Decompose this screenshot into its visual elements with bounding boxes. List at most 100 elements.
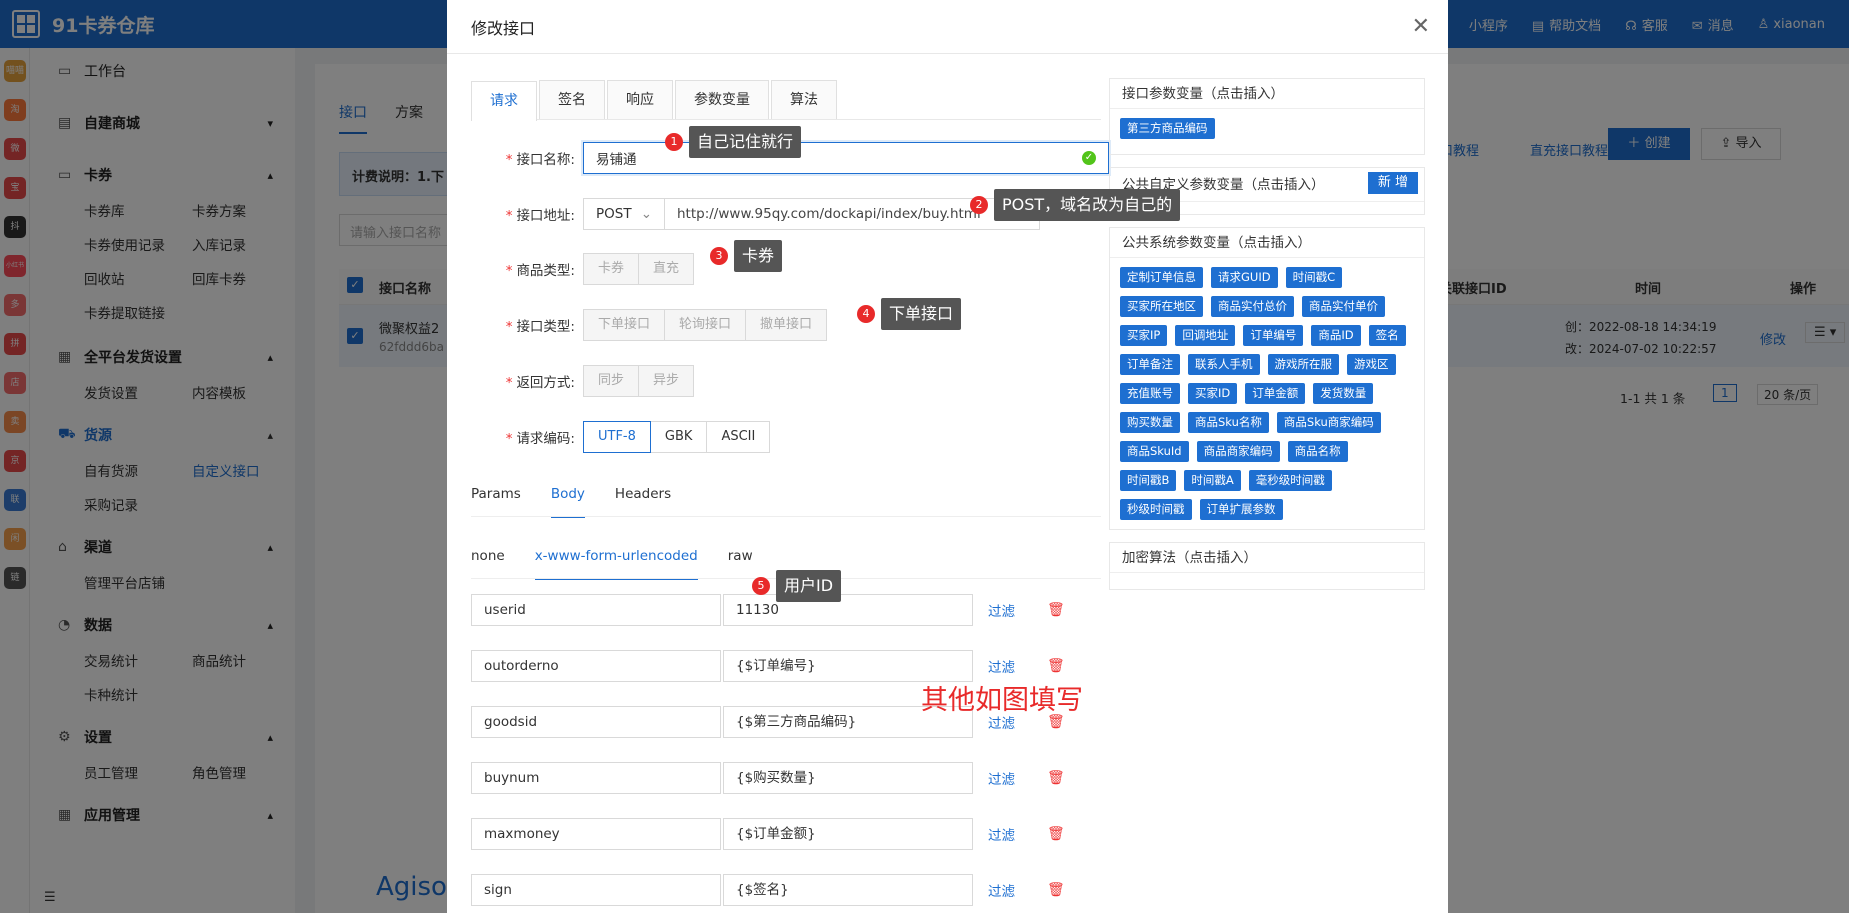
body-mode-urlencoded[interactable]: x-www-form-urlencoded: [534, 548, 698, 580]
var-chip[interactable]: 订单编号: [1243, 325, 1304, 346]
var-chip[interactable]: 联系人手机: [1188, 354, 1260, 375]
trash-icon[interactable]: 🗑: [1047, 770, 1065, 786]
var-chip[interactable]: 购买数量: [1120, 412, 1180, 433]
param-key[interactable]: goodsid: [471, 706, 721, 738]
var-chip[interactable]: 签名: [1368, 325, 1406, 346]
var-chip[interactable]: 回调地址: [1175, 325, 1236, 346]
body-mode-raw[interactable]: raw: [727, 548, 753, 564]
var-chip[interactable]: 商品SkuId: [1120, 441, 1189, 462]
tab-algorithm[interactable]: 算法: [771, 80, 837, 119]
param-value[interactable]: {$购买数量}: [723, 762, 973, 794]
option-ascii[interactable]: ASCII: [706, 421, 771, 453]
annotation-text: 自己记住就行: [689, 126, 802, 158]
var-chip[interactable]: 时间戳C: [1285, 267, 1343, 288]
dialog-title: 修改接口: [471, 18, 536, 38]
var-chip[interactable]: 时间戳B: [1120, 470, 1177, 491]
tab-body[interactable]: Body: [550, 486, 585, 518]
param-key[interactable]: outorderno: [471, 650, 721, 682]
option-gbk[interactable]: GBK: [649, 421, 708, 453]
var-chip[interactable]: 买家ID: [1188, 383, 1238, 404]
trash-icon[interactable]: 🗑: [1047, 658, 1065, 674]
var-chip[interactable]: 商品实付总价: [1211, 296, 1294, 317]
var-chip[interactable]: 游戏所在服: [1267, 354, 1339, 375]
param-key[interactable]: userid: [471, 594, 721, 626]
param-value[interactable]: {$签名}: [723, 874, 973, 906]
annotation-number: 5: [752, 577, 770, 595]
add-var-button[interactable]: 新 增: [1367, 172, 1418, 194]
tab-request[interactable]: 请求: [471, 81, 537, 121]
var-chip[interactable]: 商品Sku名称: [1188, 412, 1269, 433]
param-key[interactable]: buynum: [471, 762, 721, 794]
option-utf8[interactable]: UTF-8: [583, 421, 651, 453]
option-card[interactable]: 卡券: [583, 253, 640, 285]
var-chip[interactable]: 订单扩展参数: [1199, 499, 1283, 520]
tab-params[interactable]: Params: [471, 486, 521, 502]
trash-icon[interactable]: 🗑: [1047, 714, 1065, 730]
var-chip[interactable]: 定制订单信息: [1120, 267, 1203, 288]
annotation-number: 4: [857, 305, 875, 323]
close-icon[interactable]: ✕: [1411, 14, 1430, 39]
var-chip[interactable]: 买家所在地区: [1120, 296, 1203, 317]
option-order[interactable]: 下单接口: [583, 309, 666, 341]
var-chip[interactable]: 商品名称: [1287, 441, 1348, 462]
var-chip[interactable]: 发货数量: [1313, 383, 1374, 404]
body-mode-none[interactable]: none: [471, 548, 505, 564]
tab-headers[interactable]: Headers: [614, 486, 672, 502]
option-cancel[interactable]: 撤单接口: [745, 309, 828, 341]
var-chip[interactable]: 商品实付单价: [1302, 296, 1385, 317]
annotation-text: 卡券: [734, 240, 783, 272]
edit-interface-dialog: 修改接口 ✕ 请求 签名 响应 参数变量 算法 *接口名称: 易铺通 ✓ *接口…: [447, 0, 1448, 913]
var-chip[interactable]: 时间戳A: [1184, 470, 1241, 491]
tab-signature[interactable]: 签名: [539, 80, 605, 119]
var-chip[interactable]: 订单备注: [1120, 354, 1180, 375]
crypto-card: 加密算法（点击插入）: [1109, 542, 1425, 590]
filter-link[interactable]: 过滤: [988, 604, 1015, 620]
trash-icon[interactable]: 🗑: [1047, 882, 1065, 898]
param-row: maxmoney {$订单金额} 过滤 🗑: [471, 818, 1065, 850]
filter-link[interactable]: 过滤: [988, 772, 1015, 788]
annotation-number: 2: [970, 196, 988, 214]
param-row: userid 11130 过滤 🗑: [471, 594, 1065, 626]
var-chip[interactable]: 请求GUID: [1211, 267, 1278, 288]
field-label-interface-type: *接口类型:: [505, 319, 575, 335]
var-chip[interactable]: 毫秒级时间戳: [1248, 470, 1332, 491]
param-key[interactable]: maxmoney: [471, 818, 721, 850]
field-label-product-type: *商品类型:: [505, 263, 575, 279]
filter-link[interactable]: 过滤: [988, 884, 1015, 900]
var-chip[interactable]: 充值账号: [1120, 383, 1180, 404]
var-chip[interactable]: 第三方商品编码: [1120, 118, 1215, 139]
filter-link[interactable]: 过滤: [988, 660, 1015, 676]
tab-param-vars[interactable]: 参数变量: [675, 80, 769, 119]
param-value[interactable]: {$订单金额}: [723, 818, 973, 850]
param-value[interactable]: {$第三方商品编码}: [723, 706, 973, 738]
var-chip[interactable]: 秒级时间戳: [1120, 499, 1192, 520]
option-recharge[interactable]: 直充: [638, 253, 695, 285]
check-icon: ✓: [1082, 151, 1096, 165]
chevron-down-icon: ⌄: [640, 206, 652, 222]
tab-response[interactable]: 响应: [607, 80, 673, 119]
var-chip[interactable]: 游戏区: [1347, 354, 1396, 375]
param-value[interactable]: 11130: [723, 594, 973, 626]
option-async[interactable]: 异步: [638, 365, 695, 397]
method-select[interactable]: POST⌄: [583, 198, 665, 230]
filter-link[interactable]: 过滤: [988, 828, 1015, 844]
option-poll[interactable]: 轮询接口: [664, 309, 747, 341]
trash-icon[interactable]: 🗑: [1047, 602, 1065, 618]
var-chip[interactable]: 买家IP: [1120, 325, 1168, 346]
trash-icon[interactable]: 🗑: [1047, 826, 1065, 842]
param-value[interactable]: {$订单编号}: [723, 650, 973, 682]
card-title: 接口参数变量（点击插入）: [1110, 79, 1424, 109]
var-chip[interactable]: 商品商家编码: [1196, 441, 1280, 462]
param-key[interactable]: sign: [471, 874, 721, 906]
var-chip[interactable]: 商品ID: [1311, 325, 1361, 346]
interface-name-input[interactable]: 易铺通 ✓: [583, 142, 1109, 174]
filter-link[interactable]: 过滤: [988, 716, 1015, 732]
var-chip[interactable]: 订单金额: [1245, 383, 1306, 404]
option-sync[interactable]: 同步: [583, 365, 640, 397]
field-label-encoding: *请求编码:: [505, 431, 575, 447]
var-chip[interactable]: 商品Sku商家编码: [1276, 412, 1381, 433]
